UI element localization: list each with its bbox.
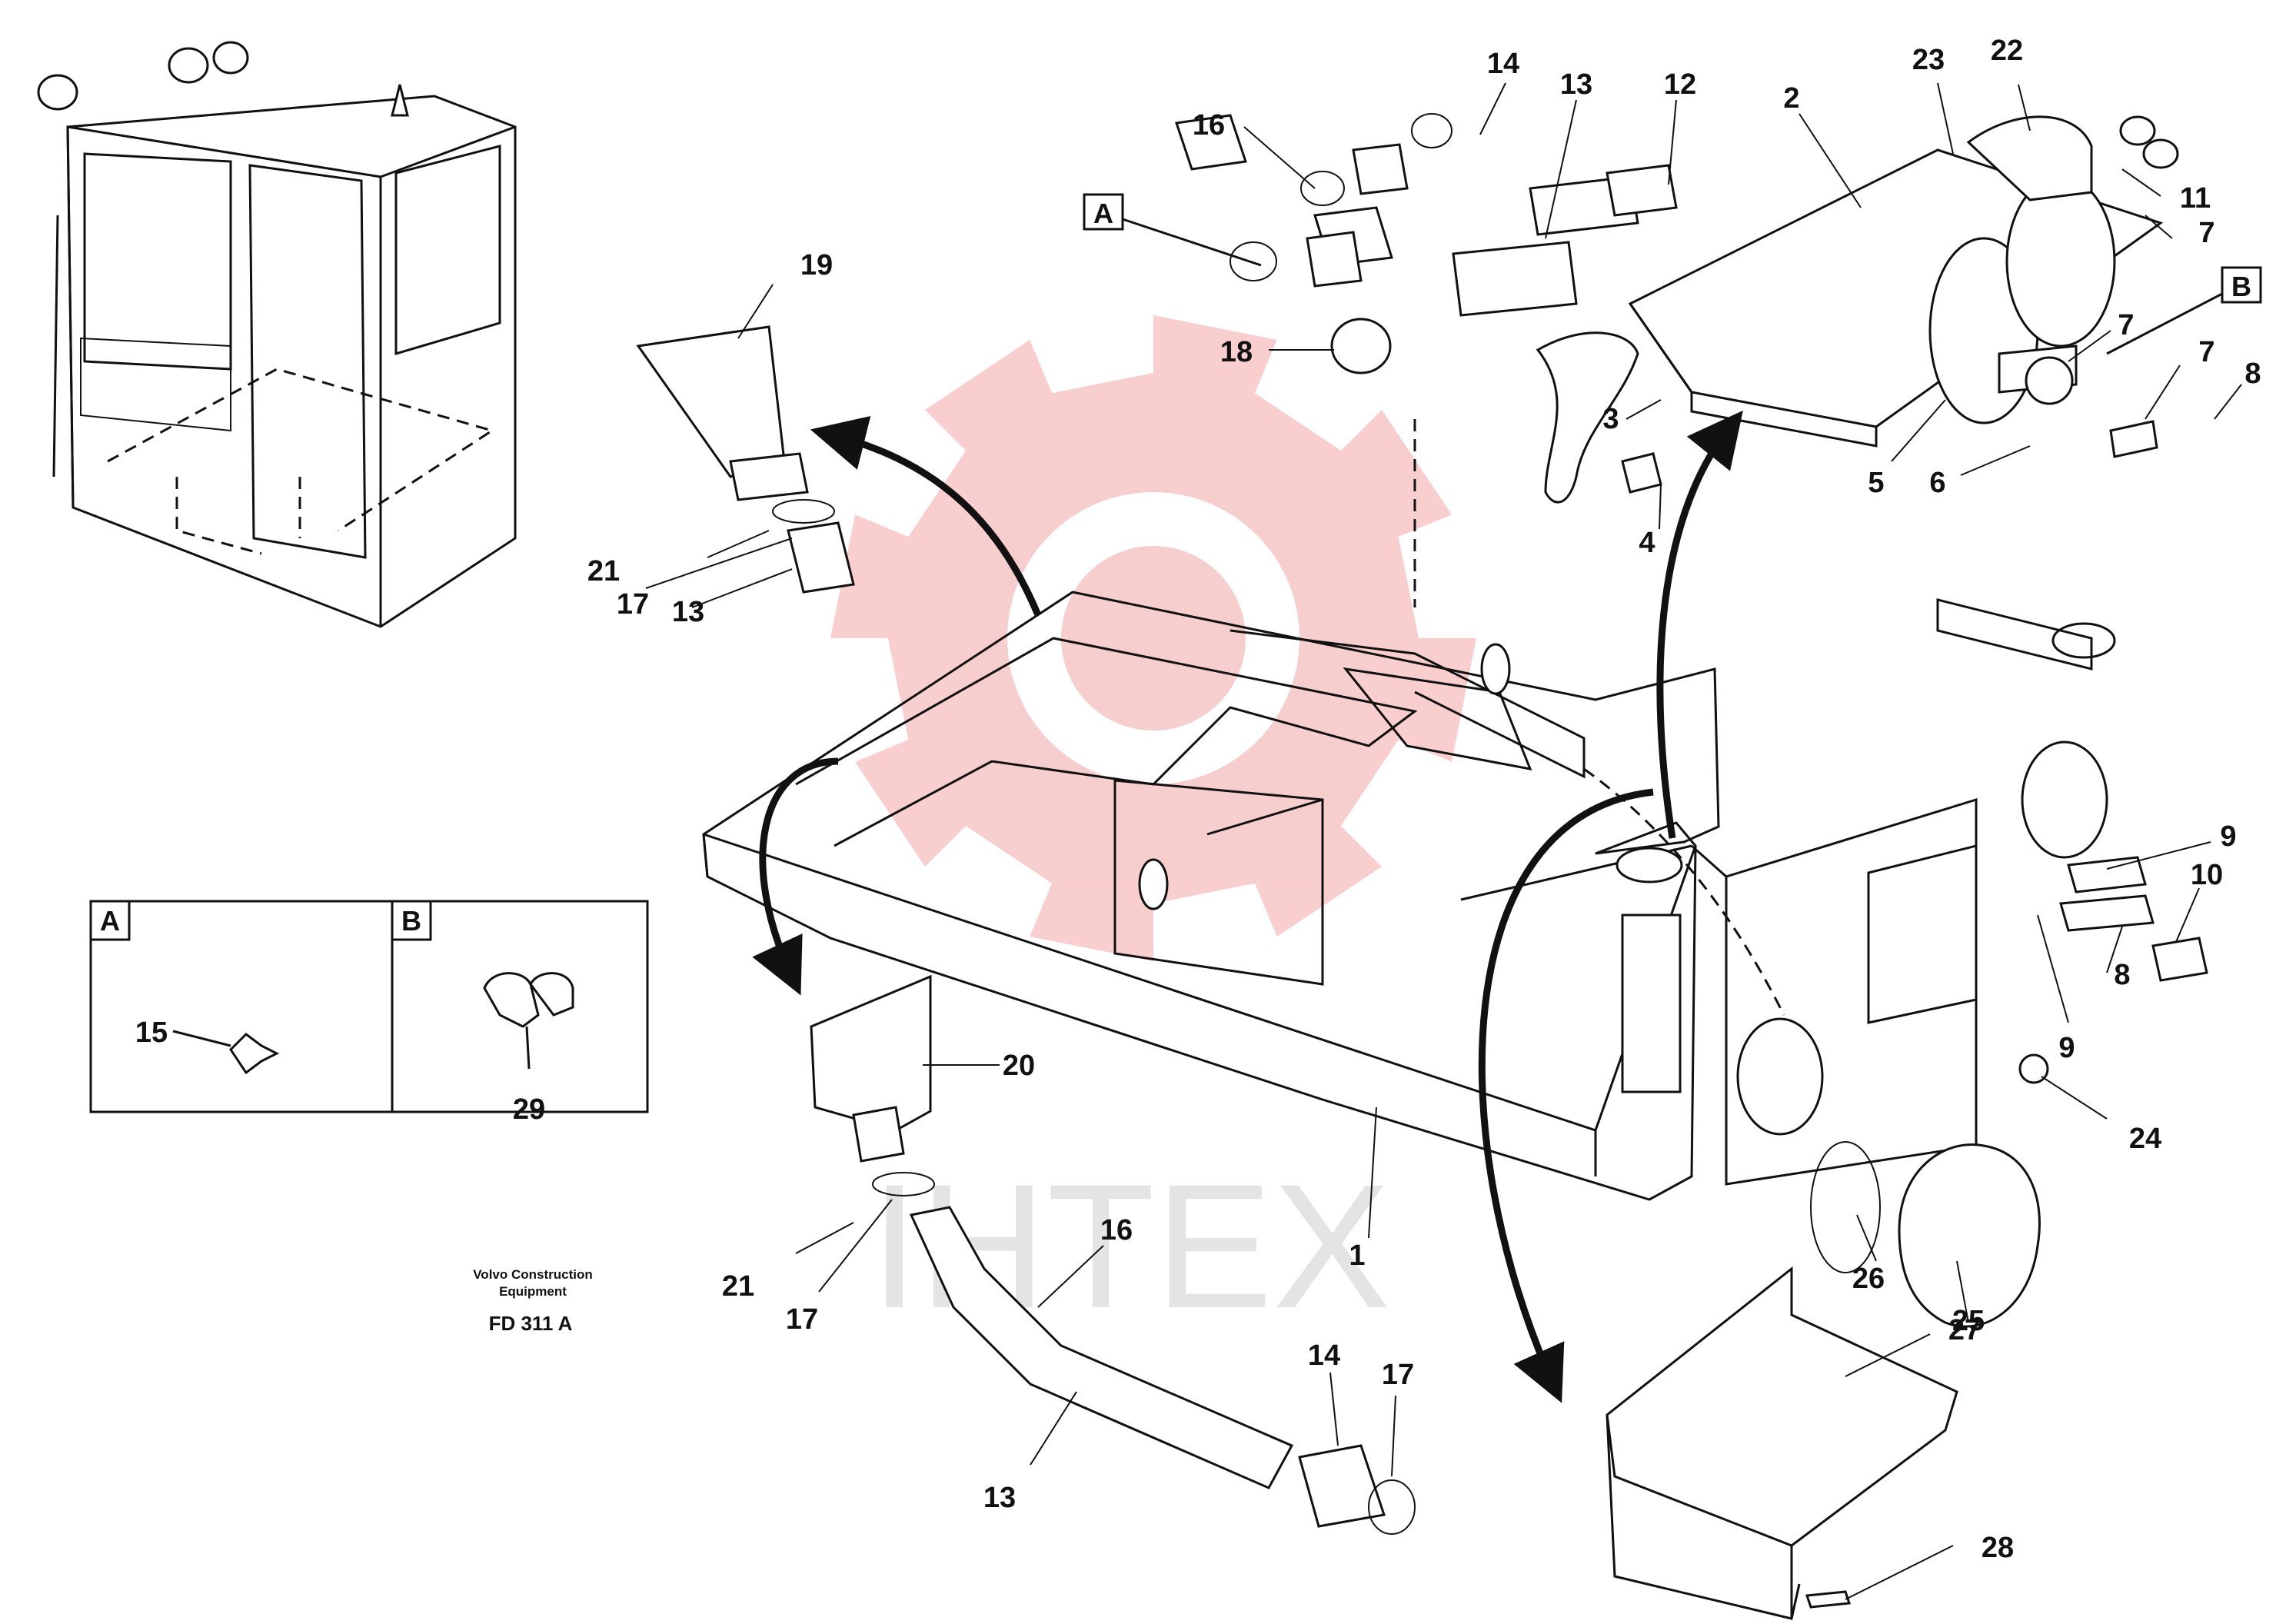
callout-8a: 8 bbox=[2244, 358, 2261, 390]
callout-21a: 21 bbox=[587, 555, 620, 587]
watermark-gear-hub bbox=[1061, 546, 1246, 730]
callout-8b: 8 bbox=[2114, 959, 2130, 991]
callout-5: 5 bbox=[1868, 467, 1884, 499]
callout-9b: 9 bbox=[2058, 1032, 2075, 1064]
callout-20: 20 bbox=[1003, 1050, 1035, 1082]
callout-24: 24 bbox=[2129, 1123, 2161, 1155]
cab-overview-illustration bbox=[37, 41, 517, 628]
callout-3: 3 bbox=[1602, 403, 1619, 435]
caption-company: Volvo Construction bbox=[473, 1267, 593, 1282]
callout-10: 10 bbox=[2191, 859, 2223, 891]
leader-lines bbox=[645, 82, 2242, 1600]
air-vents-and-ducts bbox=[636, 325, 1416, 1535]
cab-floor-frame bbox=[702, 591, 2116, 1201]
callout-17a: 17 bbox=[617, 588, 649, 621]
detail-box-b: B 29 bbox=[391, 900, 649, 1126]
callout-21b: 21 bbox=[722, 1270, 754, 1303]
callout-13c: 13 bbox=[983, 1482, 1016, 1514]
callout-17b: 17 bbox=[786, 1303, 818, 1336]
callout-7c: 7 bbox=[2198, 336, 2214, 368]
callout-7b: 7 bbox=[2118, 309, 2134, 341]
callout-1: 1 bbox=[1349, 1240, 1365, 1272]
svg-text:A: A bbox=[1093, 198, 1113, 229]
callout-18: 18 bbox=[1220, 336, 1253, 368]
duct-hoses-top bbox=[1175, 113, 1678, 374]
callout-6: 6 bbox=[1929, 467, 1945, 499]
detail-b-part-label: 29 bbox=[513, 1093, 545, 1126]
marker-b: B bbox=[2106, 266, 2262, 355]
callout-27-visible: 27 bbox=[1948, 1314, 1981, 1346]
caption-company-2: Equipment bbox=[499, 1284, 567, 1299]
callout-16b: 16 bbox=[1100, 1214, 1133, 1246]
callout-16a: 16 bbox=[1193, 109, 1225, 141]
callout-13b: 13 bbox=[672, 596, 704, 628]
callout-23: 23 bbox=[1912, 44, 1945, 76]
detail-box-a-label: A bbox=[100, 905, 120, 937]
marker-a: A bbox=[1083, 193, 1262, 267]
callout-19: 19 bbox=[800, 249, 833, 281]
detail-a-part-label: 15 bbox=[135, 1017, 168, 1049]
callout-11: 11 bbox=[2180, 182, 2211, 215]
callout-14a: 14 bbox=[1487, 48, 1519, 80]
callout-25: 25 bbox=[1952, 1305, 1985, 1337]
callout-7a: 7 bbox=[2198, 217, 2214, 249]
heater-unit bbox=[1536, 115, 2179, 504]
callout-4: 4 bbox=[1639, 527, 1655, 559]
detail-box-a: A 15 bbox=[89, 900, 394, 1113]
callout-labels: 1 2 3 4 5 6 7 7 7 8 8 9 9 10 11 12 13 13… bbox=[587, 35, 2261, 1564]
right-side-parts bbox=[1606, 856, 2208, 1620]
caption-code: FD 311 A bbox=[489, 1312, 573, 1335]
callout-22: 22 bbox=[1991, 35, 2023, 67]
callout-14b: 14 bbox=[1308, 1339, 1340, 1372]
detail-box-b-label: B bbox=[401, 905, 421, 937]
caption: Volvo Construction Equipment FD 311 A bbox=[473, 1267, 593, 1335]
callout-13a: 13 bbox=[1560, 68, 1592, 101]
svg-text:B: B bbox=[2231, 271, 2251, 302]
callout-2: 2 bbox=[1783, 82, 1799, 115]
callout-17c: 17 bbox=[1382, 1359, 1414, 1391]
callout-28: 28 bbox=[1982, 1532, 2014, 1564]
callout-9a: 9 bbox=[2220, 820, 2236, 853]
callout-26: 26 bbox=[1852, 1263, 1885, 1295]
callout-12: 12 bbox=[1664, 68, 1696, 101]
assembly-direction-arrows bbox=[752, 410, 1785, 1403]
